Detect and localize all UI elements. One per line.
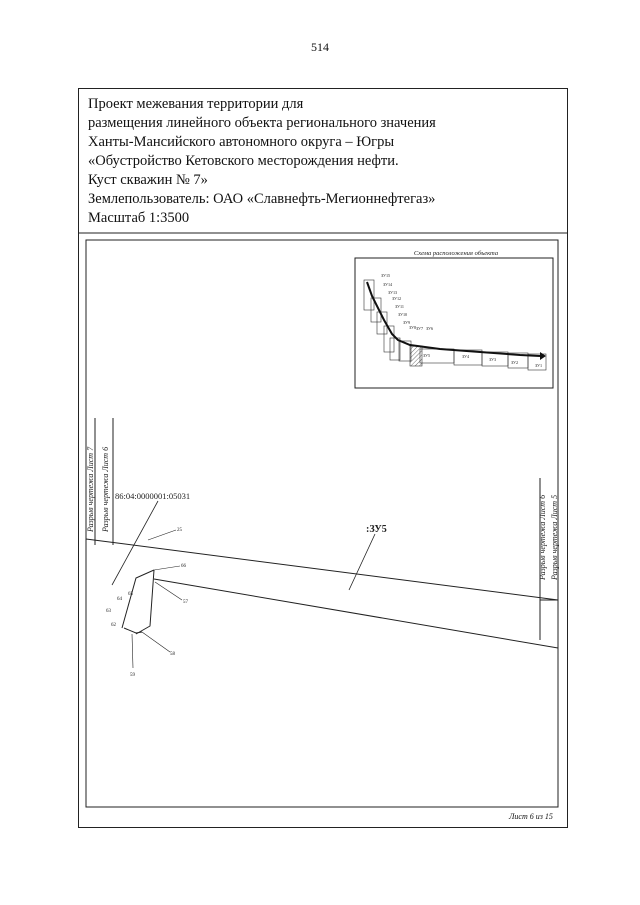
zone-label: :ЗУ5 [366,524,387,535]
parcel-leader [111,500,159,586]
inset-frame [354,257,554,389]
point-label: 58 [170,652,176,657]
inset-route [366,281,541,357]
inset-label: ЗУ15 [381,273,390,278]
break-label-left-bottom: Разрыв чертежа Лист 6 [101,447,110,533]
inset-label: ЗУ4 [462,354,470,359]
title-line: размещения линейного объекта регионально… [88,115,436,131]
point-label: 57 [183,600,189,605]
page-number: 514 [311,40,329,54]
inset-label: ЗУ12 [392,296,401,301]
zone-leader [348,533,376,591]
point-label: 64 [117,597,123,602]
scale-line: Масштаб 1:3500 [88,210,190,226]
point-label: 63 [106,609,112,614]
break-label-right-top: Разрыв чертежа Лист 6 [538,495,547,581]
point-label: 25 [177,528,183,533]
land-user-line: Землепользователь: ОАО «Славнефть-Мегион… [88,191,436,207]
inset-label: ЗУ3 [489,357,496,362]
location-inset: Схема расположения объекта ЗУ15 ЗУ14 ЗУ1… [354,250,554,389]
drawing-frame [78,88,568,828]
corridor-top-edge [85,538,559,601]
inset-label: ЗУ1 [535,363,542,368]
break-label-right-bottom: Разрыв чертежа Лист 5 [550,495,559,581]
inset-label: ЗУ13 [388,290,397,295]
point-label: 59 [130,673,136,678]
title-line: Куст скважин № 7» [88,172,208,188]
inset-label: ЗУ7 [416,326,423,331]
inset-title: Схема расположения объекта [414,250,498,257]
inset-label: ЗУ9 [403,320,410,325]
point-label: 62 [111,623,117,628]
inset-label: ЗУ11 [395,304,404,309]
inset-label: ЗУ10 [398,312,407,317]
point-label: 65 [128,592,134,597]
point-label: 66 [181,564,187,569]
map-frame [85,239,559,808]
parcel-outline [121,569,155,629]
title-line: Проект межевания территории для [88,96,304,112]
break-label-left-top: Разрыв чертежа Лист 7 [86,446,95,533]
title-block: Проект межевания территории для размещен… [88,95,558,228]
inset-label: ЗУ14 [383,282,393,287]
inset-label: ЗУ6 [426,326,433,331]
inset-label: ЗУ8 [409,325,416,330]
inset-label: ЗУ5 [423,353,430,358]
sheet-number: Лист 6 из 15 [509,812,553,821]
parcel-id-label: 86:04:0000001:05031 [115,491,190,501]
title-line: «Обустройство Кетовского месторождения н… [88,153,399,169]
inset-label: ЗУ2 [511,360,518,365]
title-line: Ханты-Мансийского автономного округа – Ю… [88,134,395,150]
corridor-bottom-edge [153,578,559,649]
